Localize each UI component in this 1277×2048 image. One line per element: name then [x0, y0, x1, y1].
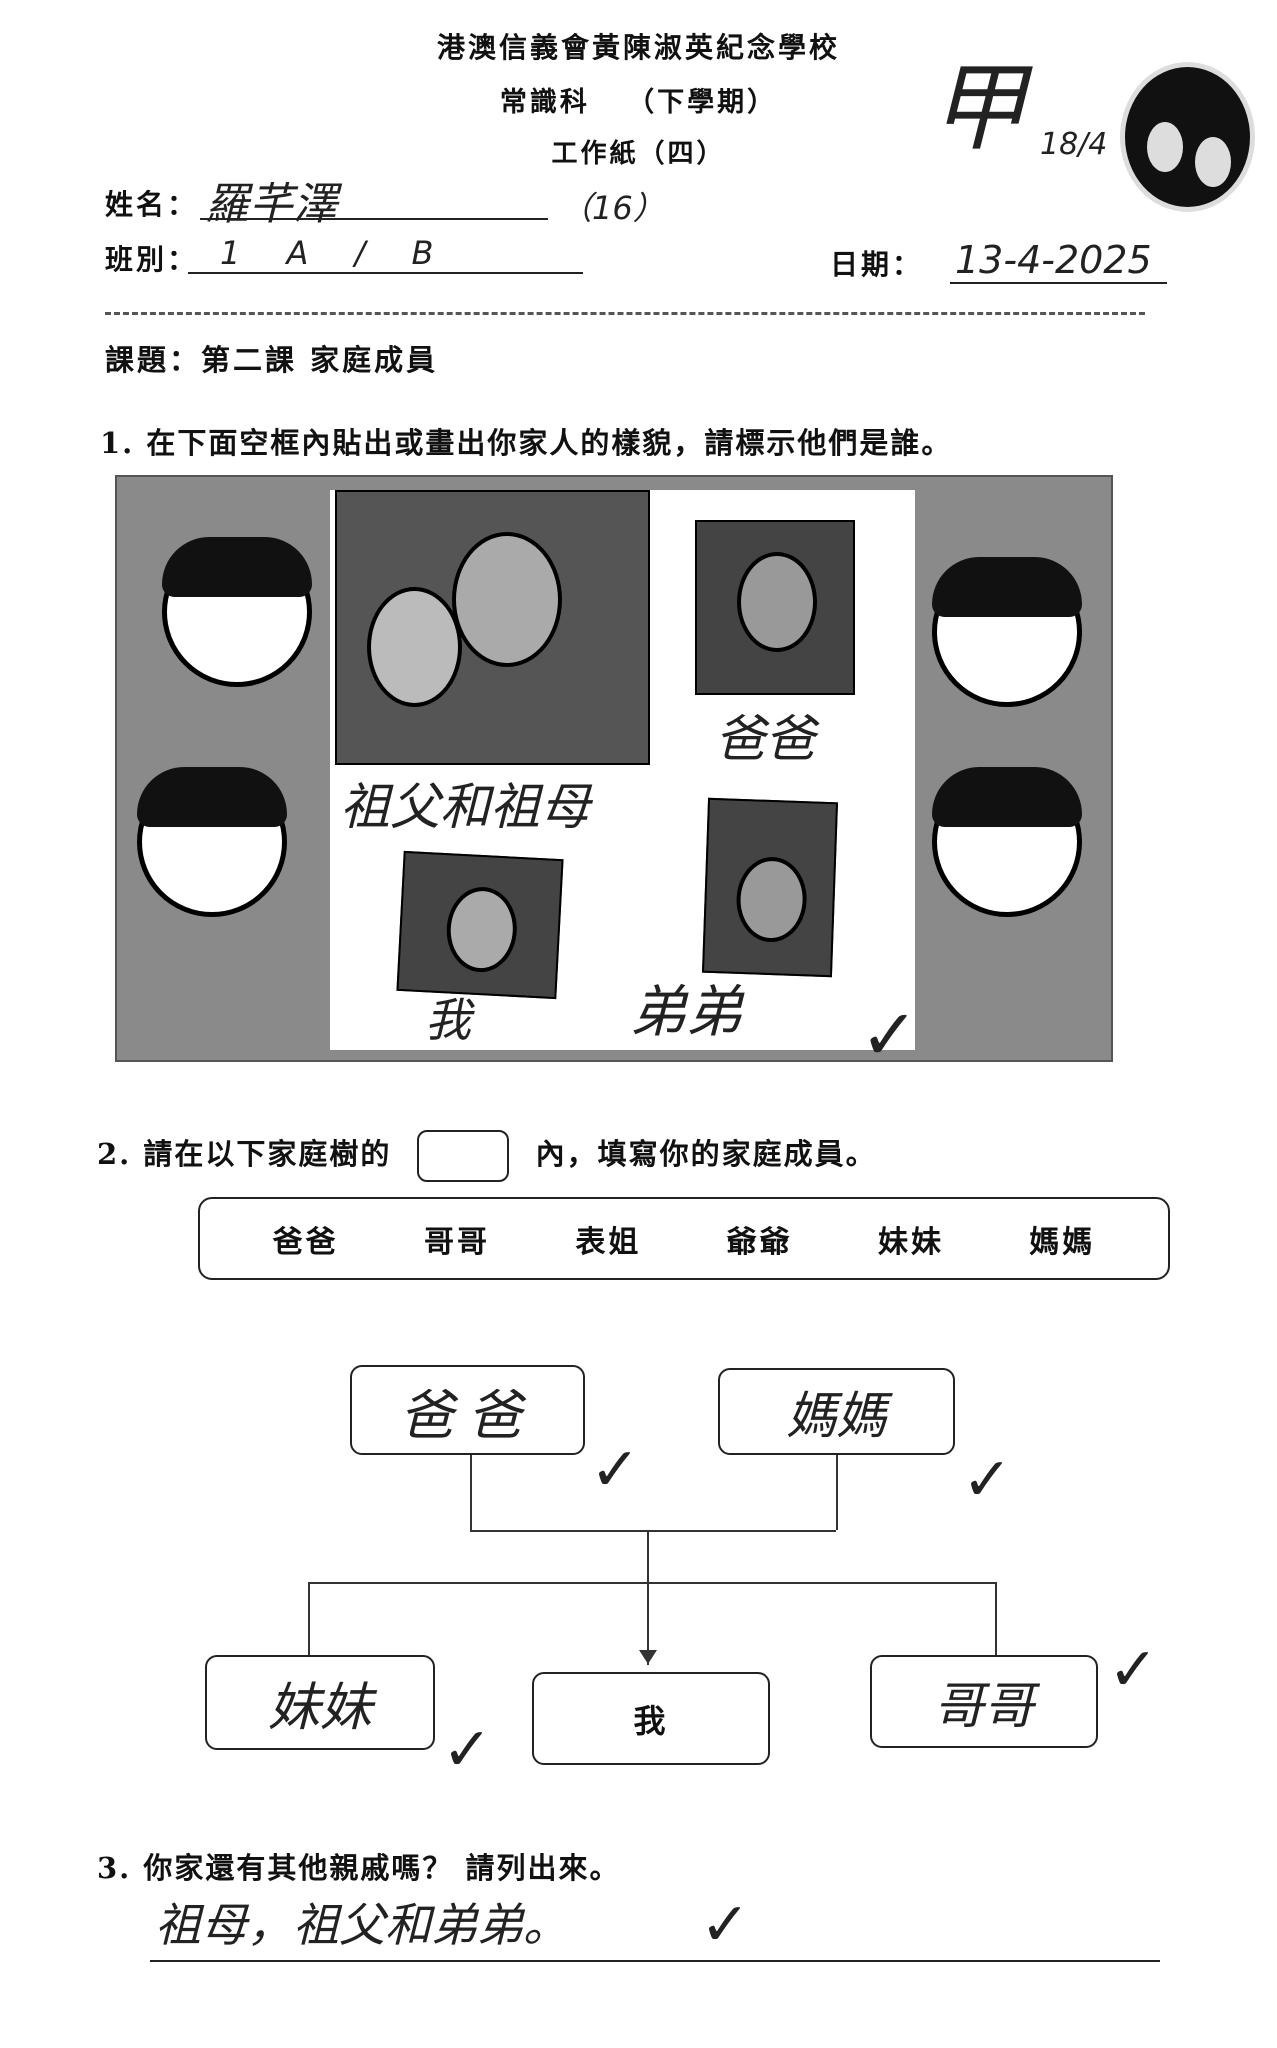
check-mark-icon: ✓: [700, 1890, 751, 1960]
me-label: 我: [633, 1701, 669, 1740]
topic: 課題：第二課 家庭成員: [105, 343, 439, 377]
word-bank-item: 爸爸: [272, 1224, 339, 1260]
grade-mark: 甲: [930, 52, 1026, 164]
father-photo: [695, 520, 855, 695]
question-3: 3. 你家還有其他親戚嗎？ 請列出來。: [97, 1851, 621, 1885]
cartoon-boy-icon: [137, 767, 287, 917]
check-mark-icon: ✓: [860, 994, 919, 1076]
label-brother: 弟弟: [630, 980, 742, 1045]
school-name: 港澳信義會黃陳淑英紀念學校: [436, 31, 840, 64]
student-number: （16）: [560, 189, 665, 227]
check-mark-icon: ✓: [442, 1715, 493, 1785]
word-bank-item: 哥哥: [423, 1224, 490, 1260]
brother-photo: [701, 797, 839, 978]
question-2-before: 2. 請在以下家庭樹的: [97, 1137, 392, 1171]
label-me: 我: [425, 993, 471, 1047]
class-label: 班別：: [105, 243, 199, 276]
cartoon-girl-icon: [932, 557, 1082, 707]
photo-area: 祖父和祖母 爸爸 我 弟弟: [330, 490, 915, 1050]
brother-answer: 哥哥: [934, 1676, 1034, 1735]
grandparents-photo: [335, 490, 650, 765]
question-2-after: 內，填寫你的家庭成員。: [535, 1137, 877, 1171]
student-name[interactable]: 羅芊澤: [205, 179, 337, 230]
word-bank-item: 媽媽: [1029, 1224, 1096, 1260]
tree-box-father[interactable]: 爸爸: [350, 1365, 585, 1455]
tree-arrow: [647, 1530, 649, 1665]
cartoon-girl-icon: [932, 767, 1082, 917]
class-value[interactable]: 1 A / B: [220, 234, 452, 272]
date-label: 日期：: [830, 248, 924, 281]
term: （下學期）: [627, 87, 778, 118]
check-mark-icon: ✓: [590, 1435, 641, 1505]
sticker-icon: [1120, 62, 1255, 212]
label-grandparents: 祖父和祖母: [340, 778, 590, 836]
check-mark-icon: ✓: [1108, 1635, 1159, 1705]
subject-term: 常識科 （下學期）: [0, 80, 1277, 119]
question-3-answer[interactable]: 祖母，祖父和弟弟。: [155, 1898, 569, 1952]
question-1: 1. 在下面空框內貼出或畫出你家人的樣貌，請標示他們是誰。: [100, 426, 953, 460]
me-photo: [396, 850, 564, 1000]
label-father: 爸爸: [715, 710, 815, 768]
answer-box-sample: [417, 1130, 510, 1182]
father-answer: 爸爸: [399, 1383, 536, 1447]
worksheet-title: 工作紙（四）: [551, 139, 726, 169]
tree-box-brother[interactable]: 哥哥: [870, 1655, 1098, 1748]
date-value[interactable]: 13-4-2025: [955, 238, 1152, 282]
word-bank-item: 爺爺: [726, 1224, 793, 1260]
mother-answer: 媽媽: [786, 1386, 887, 1445]
check-mark-icon: ✓: [962, 1445, 1013, 1515]
tree-box-me: 我: [532, 1672, 770, 1765]
grade-date: 18/4: [1040, 127, 1108, 162]
tree-box-mother[interactable]: 媽媽: [718, 1368, 955, 1455]
tree-box-sister[interactable]: 妹妹: [205, 1655, 435, 1750]
word-bank-item: 表姐: [575, 1224, 642, 1260]
subject: 常識科: [499, 87, 590, 118]
divider: [105, 312, 1145, 315]
question-2: 2. 請在以下家庭樹的 內，填寫你的家庭成員。: [97, 1130, 877, 1182]
name-label: 姓名：: [105, 188, 199, 221]
sister-answer: 妹妹: [267, 1678, 372, 1738]
word-bank-item: 妹妹: [877, 1224, 944, 1260]
cartoon-boy-icon: [162, 537, 312, 687]
word-bank: 爸爸 哥哥 表姐 爺爺 妹妹 媽媽: [198, 1197, 1170, 1280]
